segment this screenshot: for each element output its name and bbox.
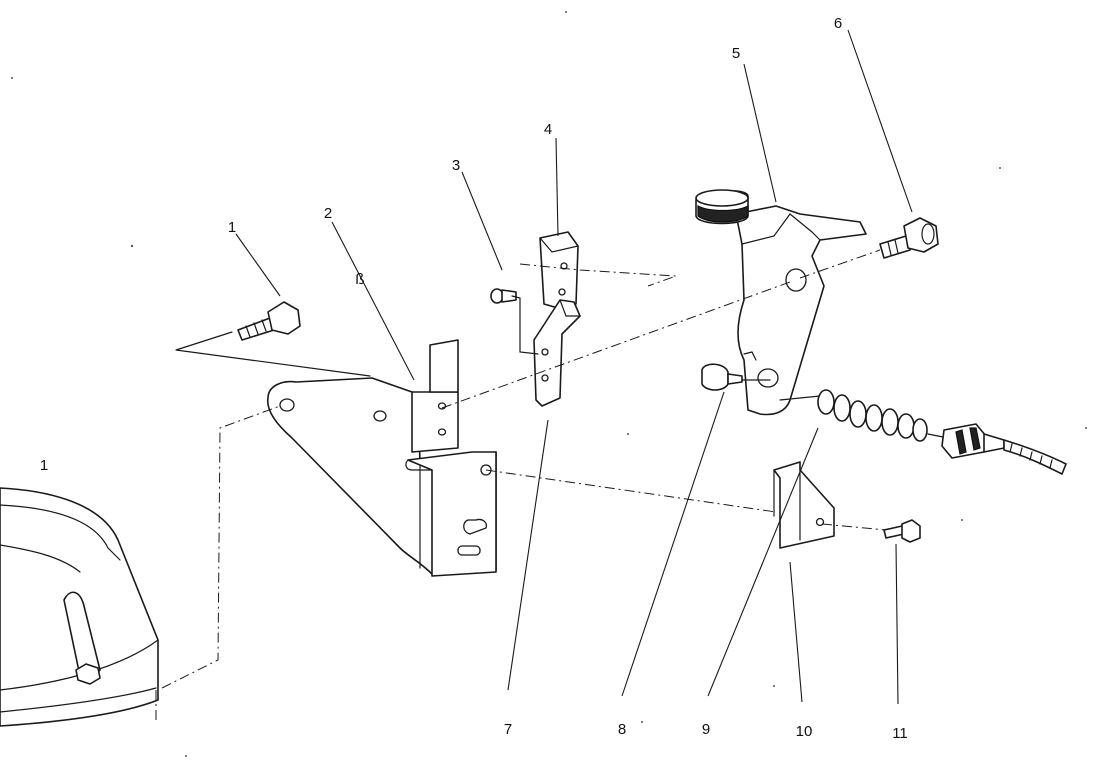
lever-plate xyxy=(735,205,867,416)
angle-bracket xyxy=(773,461,835,549)
roller xyxy=(695,189,749,225)
hex-bolt xyxy=(237,301,301,341)
callout-1-bolt: 1 xyxy=(228,219,236,236)
spring-cable xyxy=(779,389,1067,475)
lower-clip xyxy=(533,299,581,407)
callout-11: 11 xyxy=(892,725,908,742)
callout-1-housing: 1 xyxy=(40,457,48,474)
callout-3: 3 xyxy=(452,157,460,174)
callout-5: 5 xyxy=(732,45,740,62)
small-screw-11 xyxy=(883,519,921,543)
callout-8: 8 xyxy=(618,721,626,738)
callout-7: 7 xyxy=(504,721,512,738)
callout-2: 2 xyxy=(324,205,332,222)
knob-screw xyxy=(701,363,743,391)
callout-labels: 1 1 2 ß 3 4 5 6 7 8 9 10 11 xyxy=(40,15,908,742)
callout-10: 10 xyxy=(796,723,813,740)
callout-6: 6 xyxy=(834,15,842,32)
callout-b: ß xyxy=(355,271,364,288)
main-bracket xyxy=(267,339,497,577)
scan-specks xyxy=(11,11,1087,757)
callout-4: 4 xyxy=(544,121,552,138)
leader-lines xyxy=(235,29,913,705)
stud-bolt xyxy=(879,217,939,259)
callout-9: 9 xyxy=(702,721,710,738)
small-screw xyxy=(490,288,517,304)
assembly-centerlines xyxy=(155,249,887,720)
base-housing xyxy=(0,487,159,727)
upper-clip xyxy=(539,231,579,309)
